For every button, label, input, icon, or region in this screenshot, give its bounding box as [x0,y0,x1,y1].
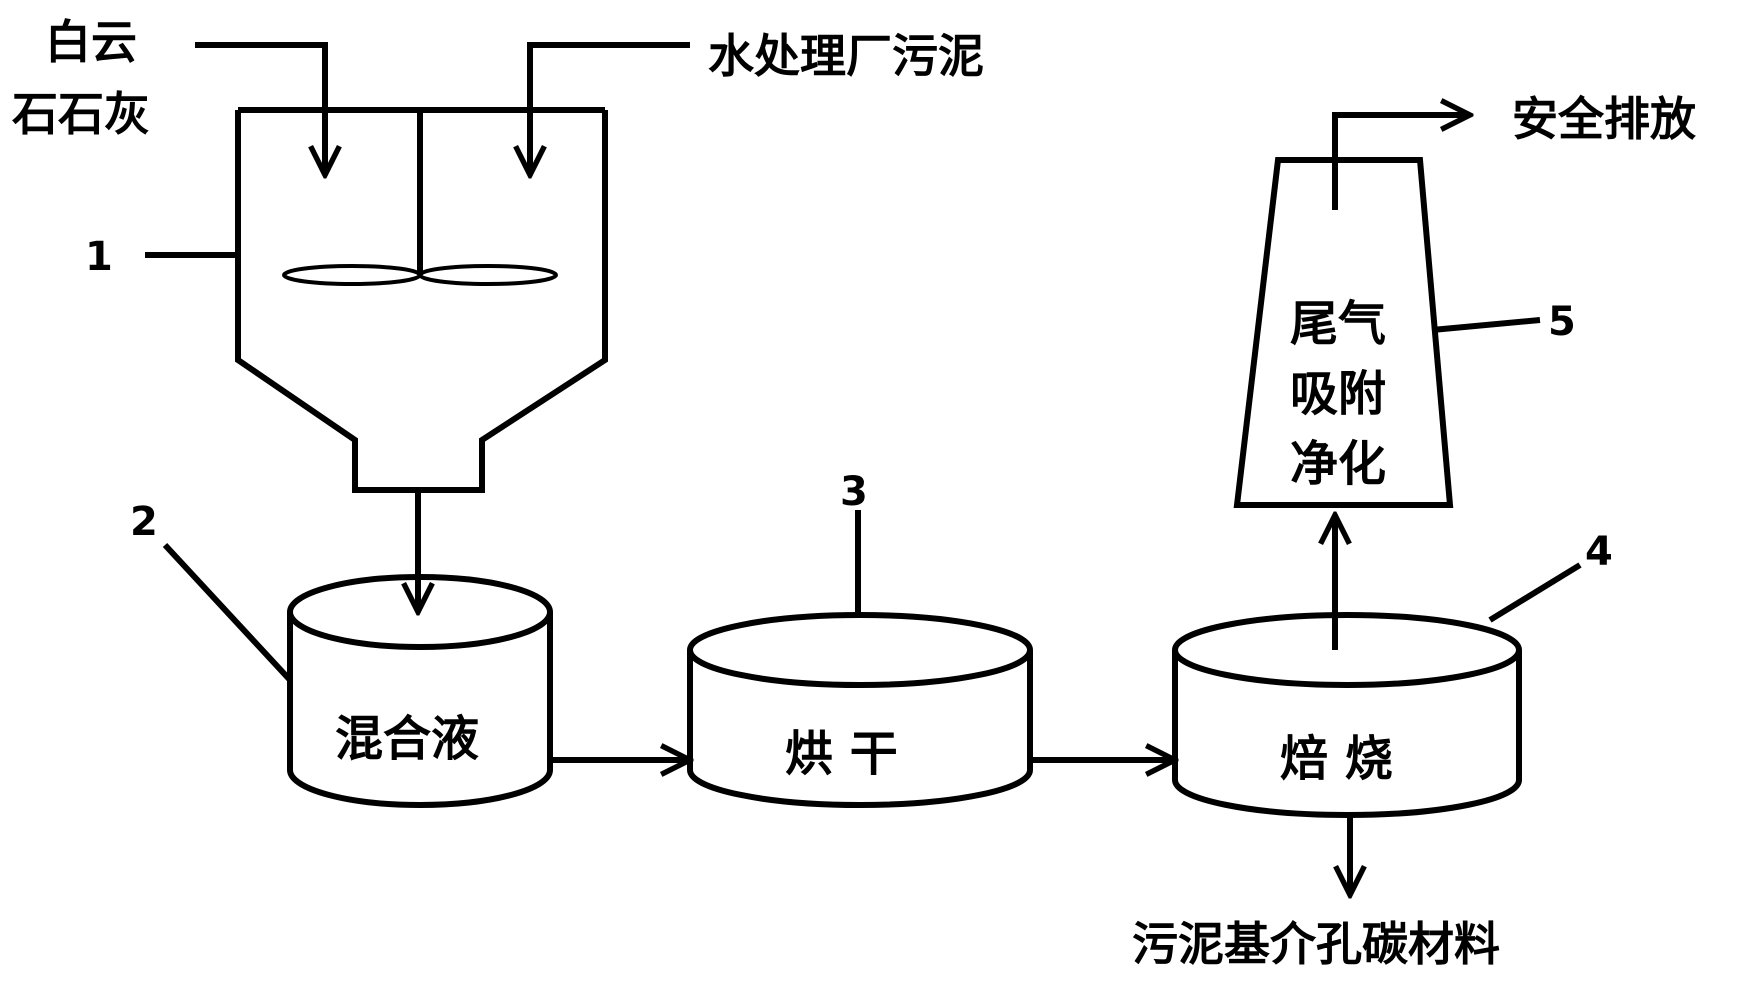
number-5: 5 [1548,299,1576,345]
sludge-inflow-arrow [530,42,690,175]
exhaust-outlet-arrow [1332,115,1470,210]
stirrer-blade-right [418,264,558,286]
number-4: 4 [1585,529,1613,575]
dry-tank-label: 烘 干 [785,726,898,782]
number-3: 3 [840,469,868,515]
leader-5 [1431,317,1541,333]
mixing-tank [235,107,608,493]
purifier-label-line2: 吸附 [1290,366,1386,422]
lime-inflow-arrow [195,42,325,175]
lime-label-line2: 石石灰 [12,87,150,141]
number-1: 1 [85,234,113,280]
lime-label-line1: 白云 [45,15,137,69]
number-2: 2 [130,499,158,545]
sludge-label: 水处理厂污泥 [708,29,984,83]
leader-4 [1488,562,1582,623]
exhaust-purifier [1233,157,1454,508]
mixed-liquor-tank [287,574,553,808]
leader-2 [162,542,293,683]
roast-tank-label: 焙 烧 [1280,731,1393,787]
product-output-label: 污泥基介孔碳材料 [1132,917,1500,971]
stirrer-blade-left [282,264,422,286]
purifier-label-line1: 尾气 [1290,296,1386,352]
exhaust-output-label: 安全排放 [1512,92,1696,146]
purifier-label-line3: 净化 [1290,436,1386,492]
mix-tank-label: 混合液 [335,711,479,767]
